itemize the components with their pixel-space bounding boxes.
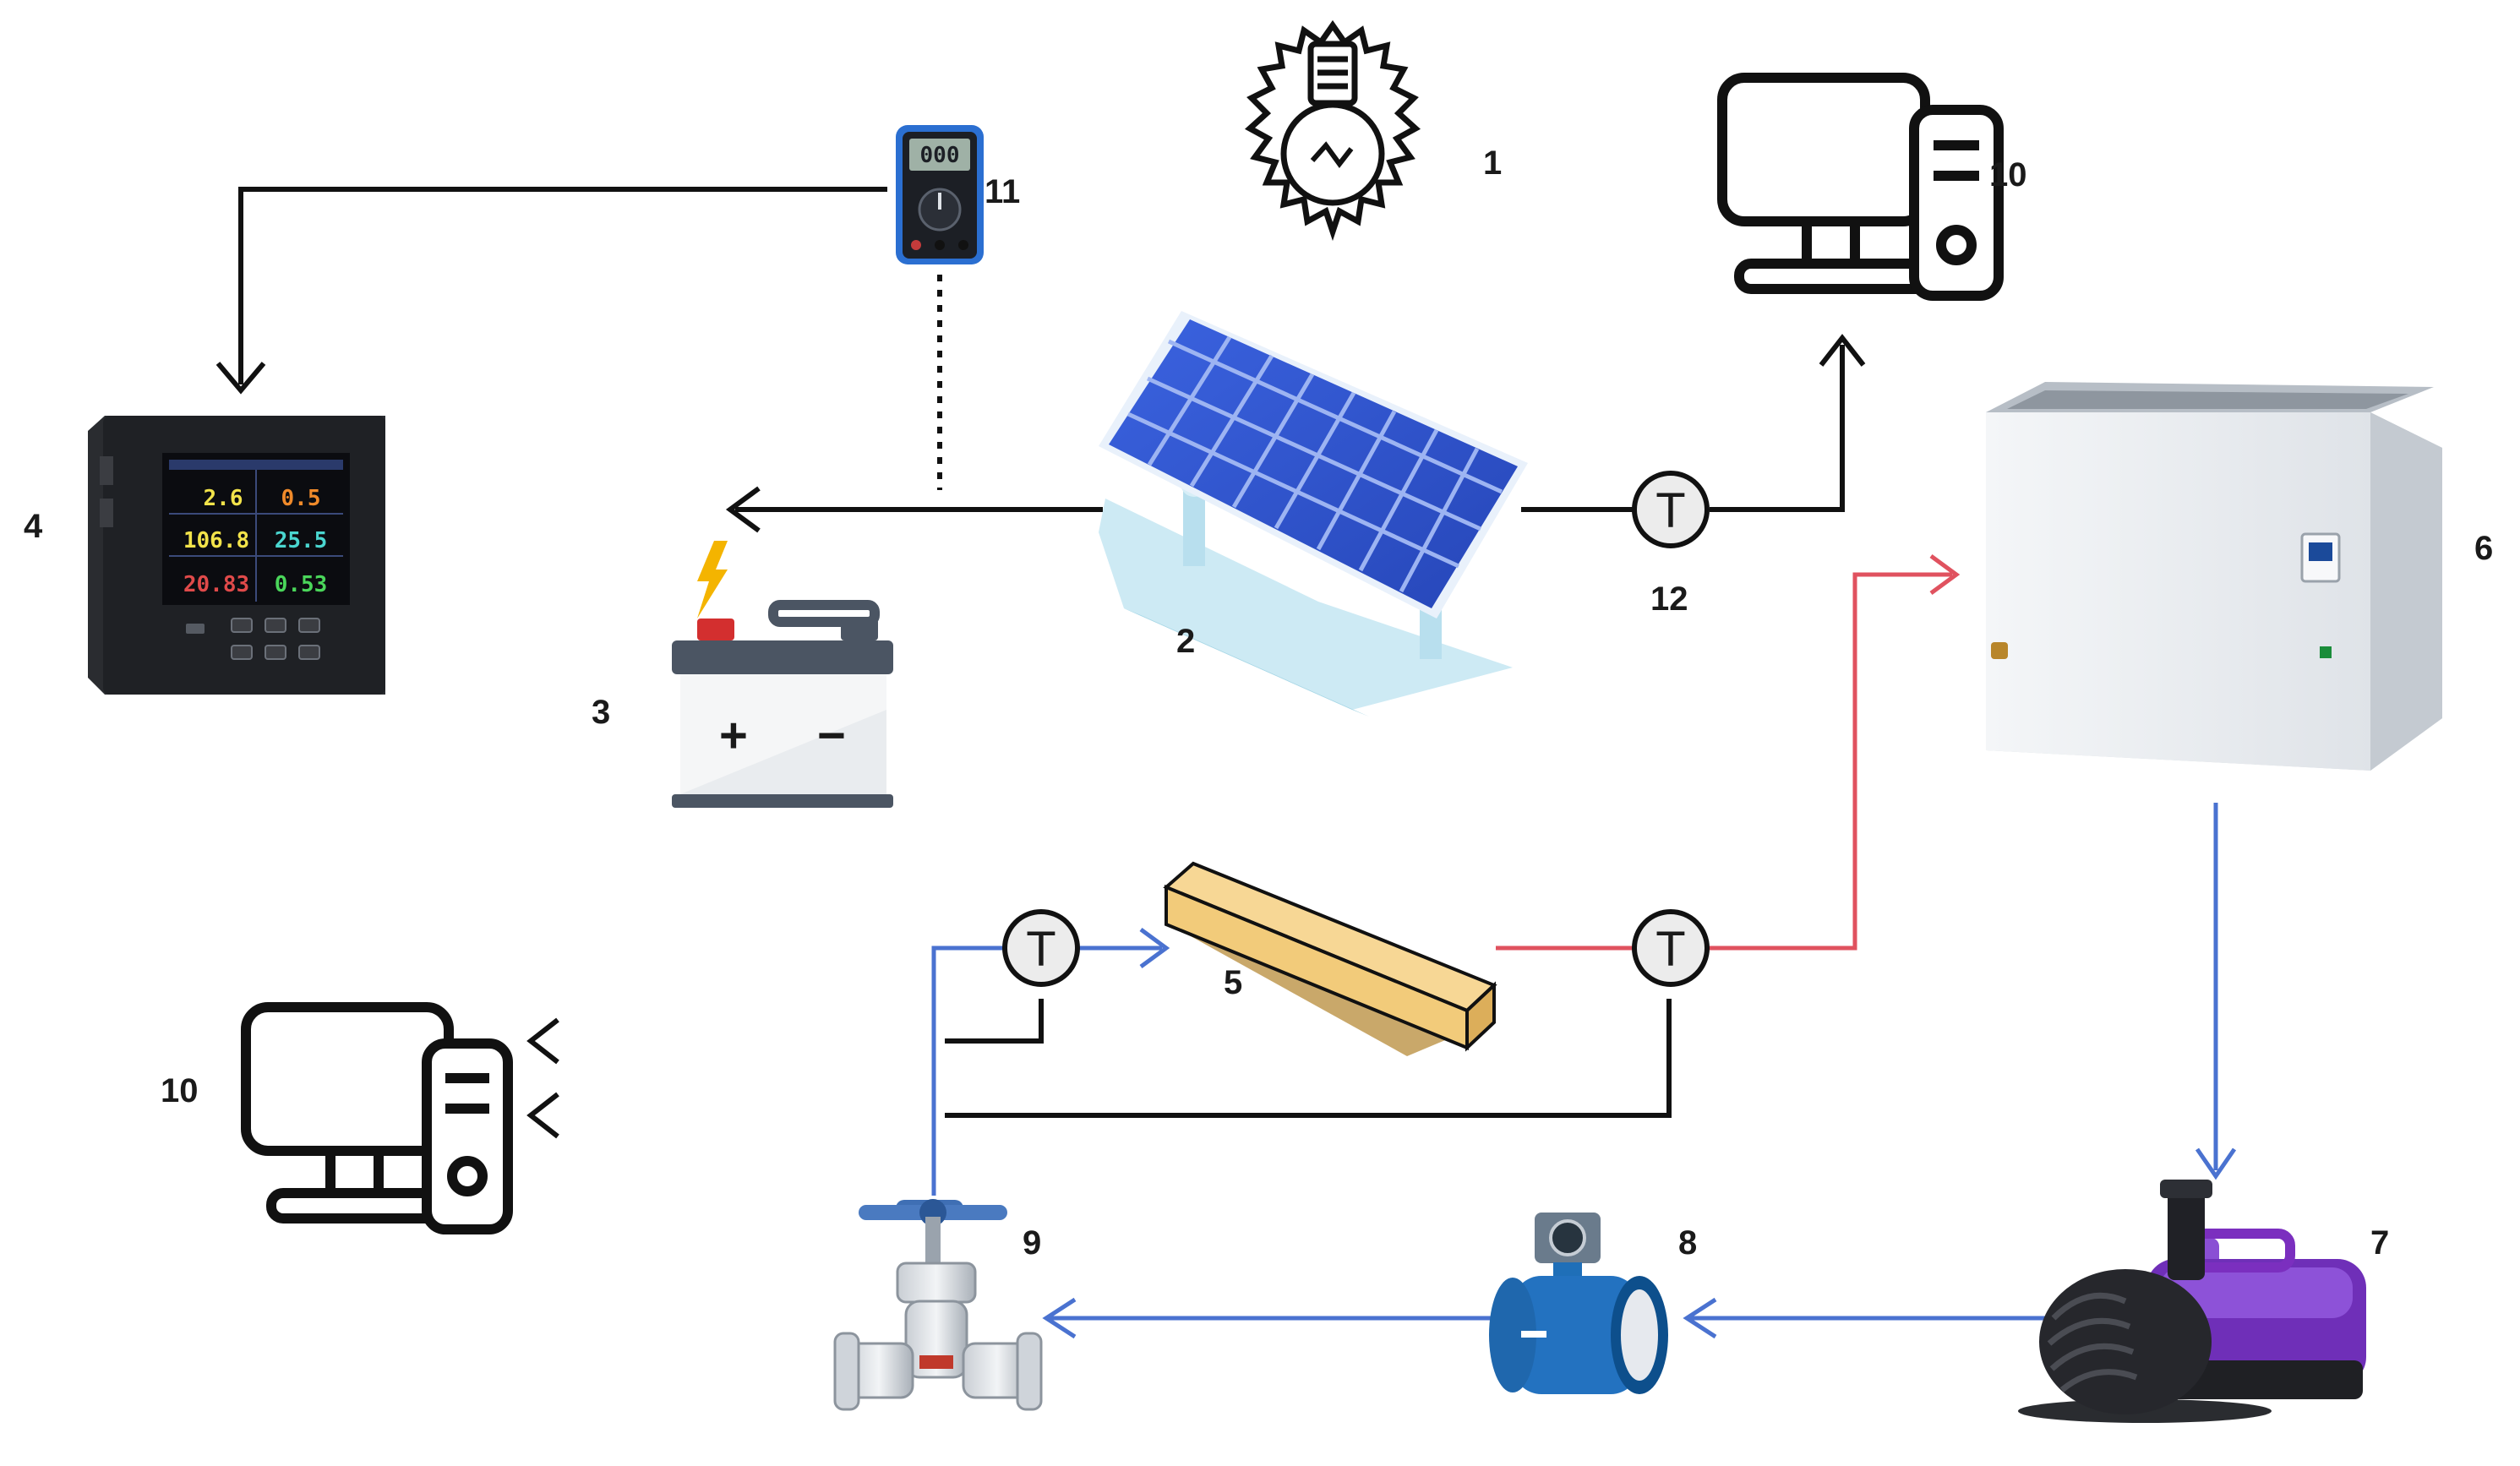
thermocouple-inlet-symbol: T — [1026, 922, 1055, 977]
logger-reading-3: 106.8 — [183, 528, 249, 553]
thermocouple-inlet: T — [1002, 909, 1080, 987]
label-flow-meter: 8 — [1678, 1224, 1697, 1262]
pcm-module-icon — [1163, 861, 1497, 1056]
battery-plus-label: + — [719, 708, 748, 763]
line-thermo-inlet-to-computer — [945, 999, 1044, 1044]
thermocouple-12: T — [1632, 471, 1710, 548]
line-thermo12-to-computer — [1710, 345, 1845, 512]
logger-reading-2: 0.5 — [281, 486, 321, 511]
label-computer-top: 10 — [1989, 156, 2027, 193]
arrowhead-pcm — [1139, 927, 1170, 969]
label-water-bath: 6 — [2474, 530, 2493, 567]
label-battery: 3 — [592, 694, 610, 731]
hot-water-lines — [1496, 553, 1961, 951]
solar-cell-grid — [1126, 335, 1503, 593]
computer-icon — [1717, 73, 2004, 301]
arrowhead-battery — [725, 486, 761, 533]
computer-icon — [241, 1002, 513, 1234]
svg-text:000: 000 — [920, 143, 960, 168]
thermocouple-outlet-symbol: T — [1655, 922, 1685, 977]
arrowhead-logger — [215, 362, 266, 395]
thermocouple-12-symbol: T — [1655, 483, 1685, 538]
thermocouple-outlet: T — [1632, 909, 1710, 987]
arrowhead-meter — [1683, 1297, 1717, 1339]
solar-panel-icon — [1099, 311, 1528, 717]
logger-reading-4: 25.5 — [275, 528, 328, 553]
label-computer-bottom: 10 — [161, 1072, 199, 1109]
arrowhead-computer-bottom-2 — [526, 1092, 559, 1139]
logger-reading-5: 20.83 — [183, 572, 249, 597]
water-bath-icon — [1986, 382, 2442, 771]
label-pump: 7 — [2370, 1224, 2389, 1262]
label-light-source: 1 — [1483, 144, 1502, 182]
flow-meter-icon — [1489, 1213, 1668, 1394]
battery-minus-label: − — [817, 708, 846, 763]
valve-icon — [833, 1199, 1043, 1411]
arrowhead-valve — [1042, 1297, 1077, 1339]
data-logger-icon: 2.6 0.5 106.8 25.5 20.83 0.53 — [88, 416, 385, 695]
line-thermo-outlet-to-computer — [945, 999, 1672, 1118]
pump-impeller-ribs — [2047, 1292, 2138, 1392]
logger-reading-6: 0.53 — [275, 572, 328, 597]
arrowhead-computer-bottom-1 — [526, 1017, 559, 1065]
arrowhead-computer-top — [1819, 334, 1866, 367]
label-multimeter: 11 — [985, 173, 1020, 210]
line-thermo-outlet-to-bath — [1707, 572, 1952, 951]
arrowhead-pump — [2195, 1147, 2237, 1180]
cold-water-lines — [931, 803, 2237, 1339]
battery-icon: + − — [672, 541, 893, 808]
label-data-logger: 4 — [24, 508, 43, 545]
logger-reading-1: 2.6 — [204, 486, 243, 511]
signal-lines — [215, 187, 1866, 1139]
label-thermocouple-12: 12 — [1650, 580, 1688, 618]
arrowhead-bath — [1929, 553, 1961, 596]
label-pcm-module: 5 — [1224, 964, 1242, 1001]
line-multimeter-to-logger — [238, 187, 887, 384]
multimeter-icon: 000 — [896, 125, 984, 264]
pump-icon — [2018, 1180, 2366, 1423]
line-valve-to-thermo-inlet — [931, 946, 1004, 1196]
label-valve: 9 — [1023, 1224, 1041, 1262]
light-bulb-icon — [1244, 19, 1421, 242]
label-solar-panel: 2 — [1176, 623, 1195, 660]
